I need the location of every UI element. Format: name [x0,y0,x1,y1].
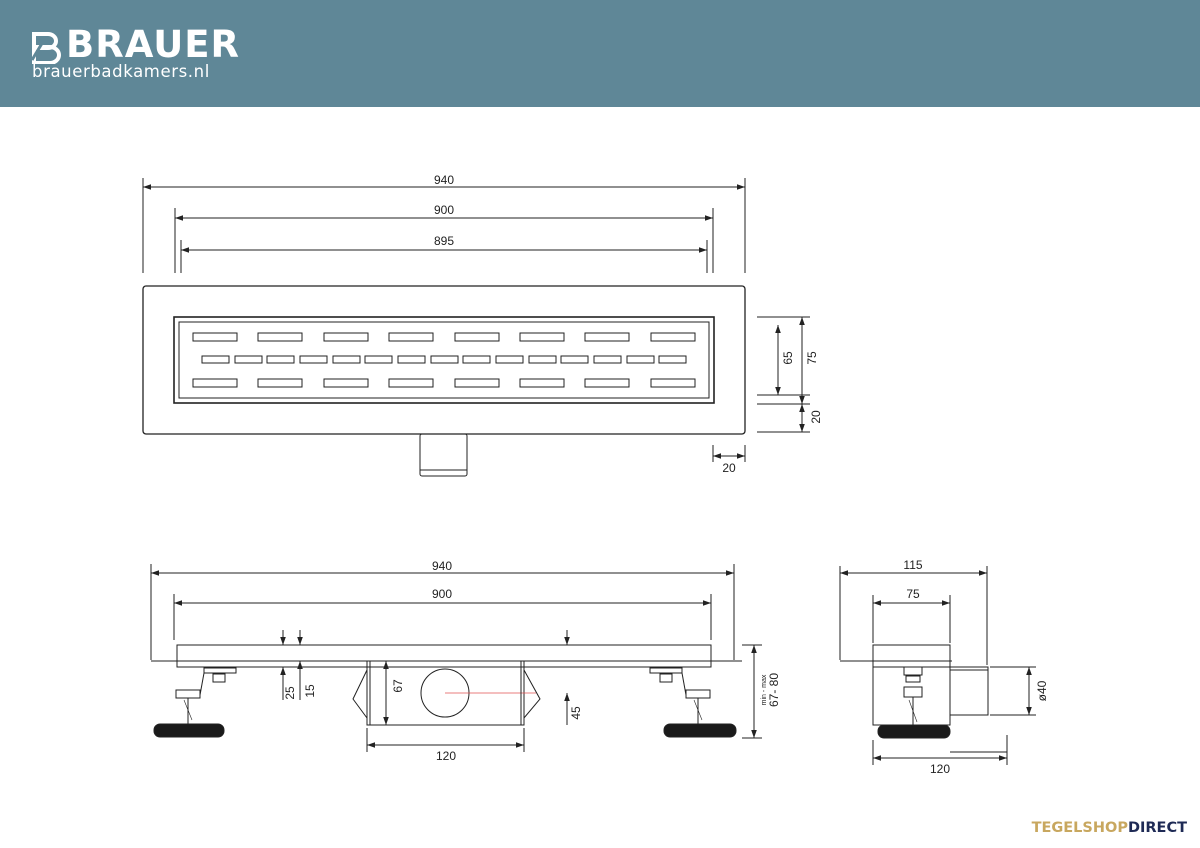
top-dim-20-v: 20 [809,410,823,424]
front-dim-height-range: 67- 80 [767,673,781,707]
grate-frame-outer [173,316,715,404]
brand-name: BRAUER [66,23,240,66]
left-adjustable-foot [153,667,237,738]
side-dim-120: 120 [930,762,950,776]
side-dim-115: 115 [903,558,922,572]
footer-brand-logo: TEGELSHOPDIRECT [1032,820,1187,836]
top-dim-75: 75 [805,351,819,365]
front-dim-25: 25 [283,686,297,700]
grate-slots-row-3 [192,378,696,388]
side-dim-outlet: ø40 [1035,680,1049,701]
outlet-pipe-side [949,666,989,716]
grate-slots-row-1 [192,332,696,342]
outlet-pipe-top [419,433,468,477]
grate-slots-row-2 [201,355,687,364]
top-dim-65: 65 [781,351,795,365]
front-view [150,564,762,752]
front-dim-45: 45 [569,706,583,720]
top-view [142,178,810,477]
drain-box-side [872,644,951,726]
top-dim-20-h: 20 [722,461,736,475]
top-dim-900: 900 [434,203,454,217]
front-dim-900: 900 [432,587,452,601]
top-dim-895: 895 [434,234,454,248]
header-bar: BRAUER brauerbadkamers.nl [0,0,1200,107]
front-dim-120: 120 [436,749,456,763]
top-dim-940: 940 [434,173,454,187]
side-dim-75: 75 [906,587,920,601]
website-url: brauerbadkamers.nl [32,62,210,81]
side-view [839,566,1036,765]
footer-brand-part2: DIRECT [1127,820,1187,836]
front-dim-940: 940 [432,559,452,573]
brauer-b-logo-icon [30,32,61,64]
right-adjustable-foot [649,667,737,738]
front-dim-15: 15 [303,684,317,698]
grate-bar-front [176,644,712,668]
drain-body-top [142,285,746,435]
grate-frame-inner [178,321,710,399]
foot-side [877,724,951,739]
technical-drawing: 940 900 895 65 75 20 20 [142,173,1049,776]
front-dim-height-note: min - max [761,674,768,705]
front-dim-67: 67 [391,679,405,693]
footer-brand-part1: TEGELSHOP [1031,820,1128,836]
